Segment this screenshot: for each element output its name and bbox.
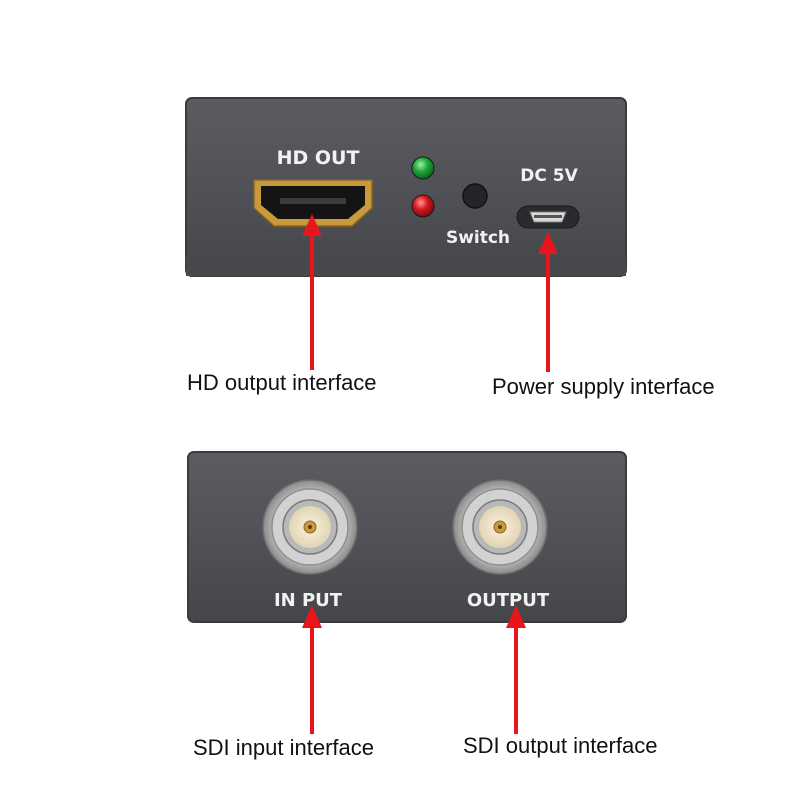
push-button-icon[interactable]	[462, 183, 488, 209]
bottom-panel-body	[187, 451, 627, 623]
bnc-connector-icon[interactable]	[452, 479, 548, 575]
callout-power-supply: Power supply interface	[492, 374, 715, 399]
hdmi-label: HD OUT	[277, 147, 360, 169]
callout-hd-output: HD output interface	[187, 370, 377, 395]
led-red-icon	[411, 194, 435, 218]
callout-sdi-input: SDI input interface	[193, 735, 374, 760]
callout-sdi-output: SDI output interface	[463, 733, 657, 758]
top-panel: HD OUT Switch DC 5V	[185, 97, 627, 277]
micro-usb-port-icon[interactable]	[516, 205, 580, 229]
arrow-sdi-output	[506, 605, 526, 734]
input-port-label: IN PUT	[274, 590, 343, 611]
arrow-hd-output	[302, 214, 322, 370]
led-green-icon	[411, 156, 435, 180]
bnc-connector-icon[interactable]	[262, 479, 358, 575]
arrow-sdi-input	[302, 605, 322, 734]
bottom-panel: IN PUT OUTPUT	[187, 451, 627, 623]
callout-arrows	[302, 214, 558, 734]
switch-label: Switch	[446, 228, 510, 248]
output-port-label: OUTPUT	[467, 590, 550, 611]
arrow-power-supply	[538, 232, 558, 372]
dc-label: DC 5V	[520, 166, 578, 186]
hdmi-port-icon[interactable]	[253, 179, 373, 227]
top-panel-base	[186, 256, 626, 276]
top-panel-body	[185, 97, 627, 277]
